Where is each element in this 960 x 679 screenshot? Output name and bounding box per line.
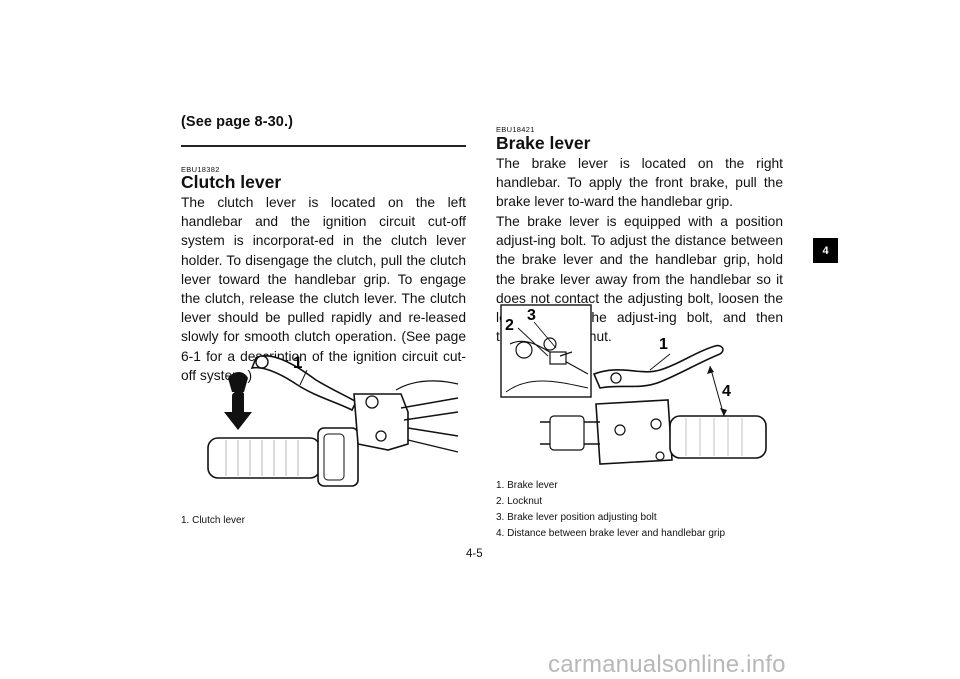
clutch-lever-illustration: 1 (207, 353, 459, 487)
brake-caption-4: 4. Distance between brake lever and hand… (496, 528, 726, 539)
brake-callout-2: 2 (505, 317, 514, 334)
clutch-heading: Clutch lever (181, 172, 282, 192)
clutch-figure-caption: 1. Clutch lever (181, 515, 245, 526)
brake-caption-2: 2. Locknut (496, 496, 543, 507)
brake-caption-1: 1. Brake lever (496, 480, 558, 491)
brake-lever-illustration: 2 3 1 4 (500, 304, 767, 465)
brake-paragraph-1: The brake lever is located on the right … (496, 156, 783, 210)
clutch-section-code: EBU18382 (181, 165, 220, 174)
brake-callout-4: 4 (722, 383, 731, 400)
chapter-tab: 4 (813, 238, 838, 263)
brake-caption-3: 3. Brake lever position adjusting bolt (496, 512, 657, 523)
brake-callout-3: 3 (527, 307, 536, 324)
site-watermark: carmanualsonline.info (548, 651, 786, 678)
brake-heading: Brake lever (496, 133, 591, 153)
divider-rule (181, 145, 466, 147)
clutch-callout-1: 1 (293, 353, 302, 372)
brake-section-code: EBU18421 (496, 125, 535, 134)
brake-callout-1: 1 (659, 336, 668, 353)
reference-heading: (See page 8-30.) (181, 114, 294, 130)
clutch-paragraph: The clutch lever is located on the left … (181, 195, 466, 383)
page-number: 4-5 (466, 548, 483, 560)
